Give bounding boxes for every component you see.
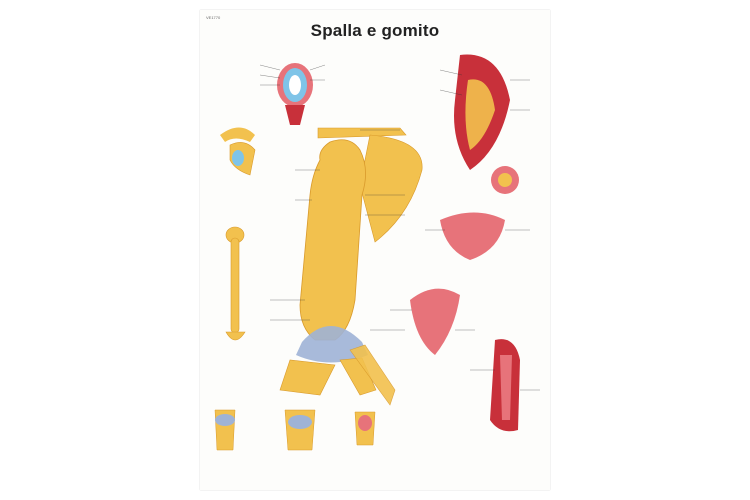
label-lines [259,64,540,391]
elbow-joint-icon [214,409,376,451]
anatomy-poster: VE1770 Spalla e gomito [200,10,550,490]
poster-title: Spalla e gomito [310,21,440,40]
product-code: VE1770 [206,15,221,20]
shoulder-muscles-icon [410,54,520,432]
humerus-icon [225,226,246,341]
shoulder-joint-section-icon [277,63,313,125]
anatomy-illustrations [214,54,540,451]
shoulder-elbow-bones-icon [279,127,423,406]
clavicle-scapula-icon [220,127,256,176]
